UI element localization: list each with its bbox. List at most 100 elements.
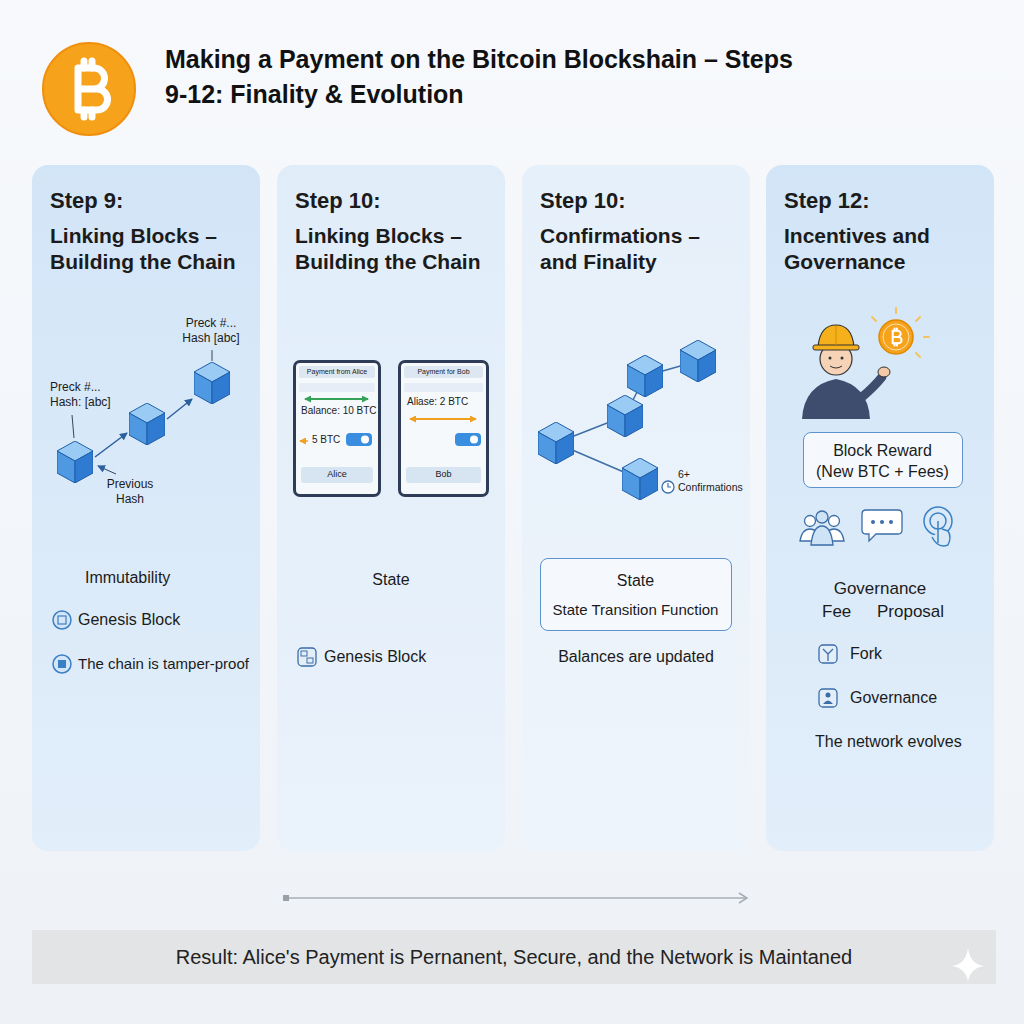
clock-icon-part xyxy=(668,483,671,487)
label-text: Fork xyxy=(850,644,882,664)
bitcoin-logo xyxy=(43,43,135,135)
touch-icon-part xyxy=(932,521,950,546)
step-heading: Confirmations – and Finality xyxy=(540,223,740,276)
label-text: Fee xyxy=(822,601,851,622)
chain-line-part xyxy=(556,416,625,443)
bitcoin-coin-part xyxy=(883,324,909,350)
phone-screen-part xyxy=(299,383,375,392)
phone-screen-part xyxy=(404,383,483,392)
fork-icon xyxy=(819,645,837,663)
label-text: State xyxy=(277,570,505,590)
phone-screen-part xyxy=(346,433,372,446)
node-text: Alice xyxy=(301,469,373,480)
worker-figure-part xyxy=(830,366,842,368)
timeline-arrow xyxy=(283,893,747,903)
leader-line-part xyxy=(98,466,116,474)
chain-line-part xyxy=(556,443,640,479)
label-text: Preck #... Hash: [abc] xyxy=(50,380,120,410)
label-text: Balances are updated xyxy=(522,647,750,667)
chat-icon-part xyxy=(889,520,893,524)
sparkle-part xyxy=(952,948,984,982)
label-text: Immutability xyxy=(85,568,170,588)
bitcoin-coin-part xyxy=(893,329,902,346)
label-text: Governance xyxy=(766,578,994,599)
link-arrow-part xyxy=(167,399,192,419)
step-heading: Linking Blocks – Building the Chain xyxy=(50,223,250,276)
genesis-icon-part xyxy=(307,658,313,663)
worker-figure-part xyxy=(829,357,832,360)
clock-icon xyxy=(662,481,674,493)
chain-line xyxy=(556,361,698,479)
step-panel: Step 12:Incentives and GovernanceBlock R… xyxy=(766,165,994,851)
worker-figure-part xyxy=(836,326,837,345)
coin-glow-part xyxy=(872,317,876,321)
step-number: Step 9: xyxy=(50,187,250,215)
diagram-title: Making a Payment on the Bitcoin Blocksha… xyxy=(165,42,815,111)
step-panel: Step 10: Confirmations – and FinalityStat… xyxy=(522,165,750,851)
label-text: Governance xyxy=(850,688,937,708)
leader-line-part xyxy=(72,415,74,438)
block-cube-part xyxy=(607,395,643,437)
genesis-icon-part xyxy=(298,648,316,666)
people-icon-part xyxy=(805,516,816,527)
chat-icon xyxy=(862,510,902,541)
timeline-arrow-part xyxy=(288,897,746,899)
chat-icon-part xyxy=(862,510,902,541)
node-text: (New BTC + Fees) xyxy=(804,462,961,482)
governance-icon xyxy=(819,689,837,707)
phone-screen-part xyxy=(410,418,476,420)
link-arrow-part xyxy=(95,433,127,457)
node-text: Payment for Bob xyxy=(404,368,483,377)
node-text: State Transition Function xyxy=(541,601,730,620)
people-icon xyxy=(800,511,844,545)
block-cube-part xyxy=(622,458,658,500)
step-number: Step 10: xyxy=(540,187,740,215)
label-text: Proposal xyxy=(877,601,944,622)
coin-glow-part xyxy=(924,336,929,338)
label-text: Genesis Block xyxy=(324,647,426,667)
worker-figure-part xyxy=(818,325,854,347)
leader-line xyxy=(72,350,212,474)
coin-glow-part xyxy=(895,308,897,313)
label-text: 6+ Confirmations xyxy=(678,468,748,494)
phone-screen-part xyxy=(404,366,483,378)
phone-screen-part xyxy=(299,366,375,378)
coin-glow-part xyxy=(916,317,920,321)
phone-screen-part xyxy=(470,436,478,444)
step-number: Step 10: xyxy=(295,187,495,215)
step-panel: Step 9: Linking Blocks – Building the Cha… xyxy=(32,165,260,851)
label-text: The network evolves xyxy=(815,732,962,752)
list-icon-part xyxy=(58,616,66,624)
list-icon-part xyxy=(58,660,66,668)
worker-figure-part xyxy=(878,367,890,377)
node-text: Bob xyxy=(406,469,481,480)
governance-icon-part xyxy=(819,689,837,707)
chat-icon-part xyxy=(871,520,875,524)
block-cube-part xyxy=(194,362,230,404)
step-number: Step 12: xyxy=(784,187,984,215)
bitcoin-coin xyxy=(879,320,913,354)
state-box: StateState Transition Function xyxy=(540,558,732,631)
coin-glow-part xyxy=(916,353,920,357)
node-text: 5 BTC xyxy=(312,434,344,447)
worker-figure-part xyxy=(802,379,870,419)
node-text: Aliase: 2 BTC xyxy=(407,396,483,409)
bitcoin-logo-part xyxy=(43,43,135,135)
label-text: Genesis Block xyxy=(78,610,180,630)
people-icon-part xyxy=(816,511,828,523)
node-text: Balance: 10 BTC xyxy=(301,405,377,418)
bitcoin-logo-part xyxy=(43,43,135,135)
worker-figure xyxy=(802,325,890,419)
step-heading: Linking Blocks – Building the Chain xyxy=(295,223,495,276)
step-panel: Step 10: Linking Blocks – Building the Ch… xyxy=(277,165,505,851)
label-text: The chain is tamper-proof xyxy=(78,655,249,674)
chat-icon-part xyxy=(880,520,884,524)
list-icon-part xyxy=(53,611,71,629)
node-text: Result: Alice's Payment is Pernanent, Se… xyxy=(32,945,996,970)
timeline-arrow-part xyxy=(739,893,747,903)
bitcoin-logo-part xyxy=(78,61,108,117)
list-icon-part xyxy=(53,655,71,673)
block-cube-part xyxy=(680,340,716,382)
fork-icon-part xyxy=(819,645,837,663)
node-text: Block Reward xyxy=(804,441,961,461)
